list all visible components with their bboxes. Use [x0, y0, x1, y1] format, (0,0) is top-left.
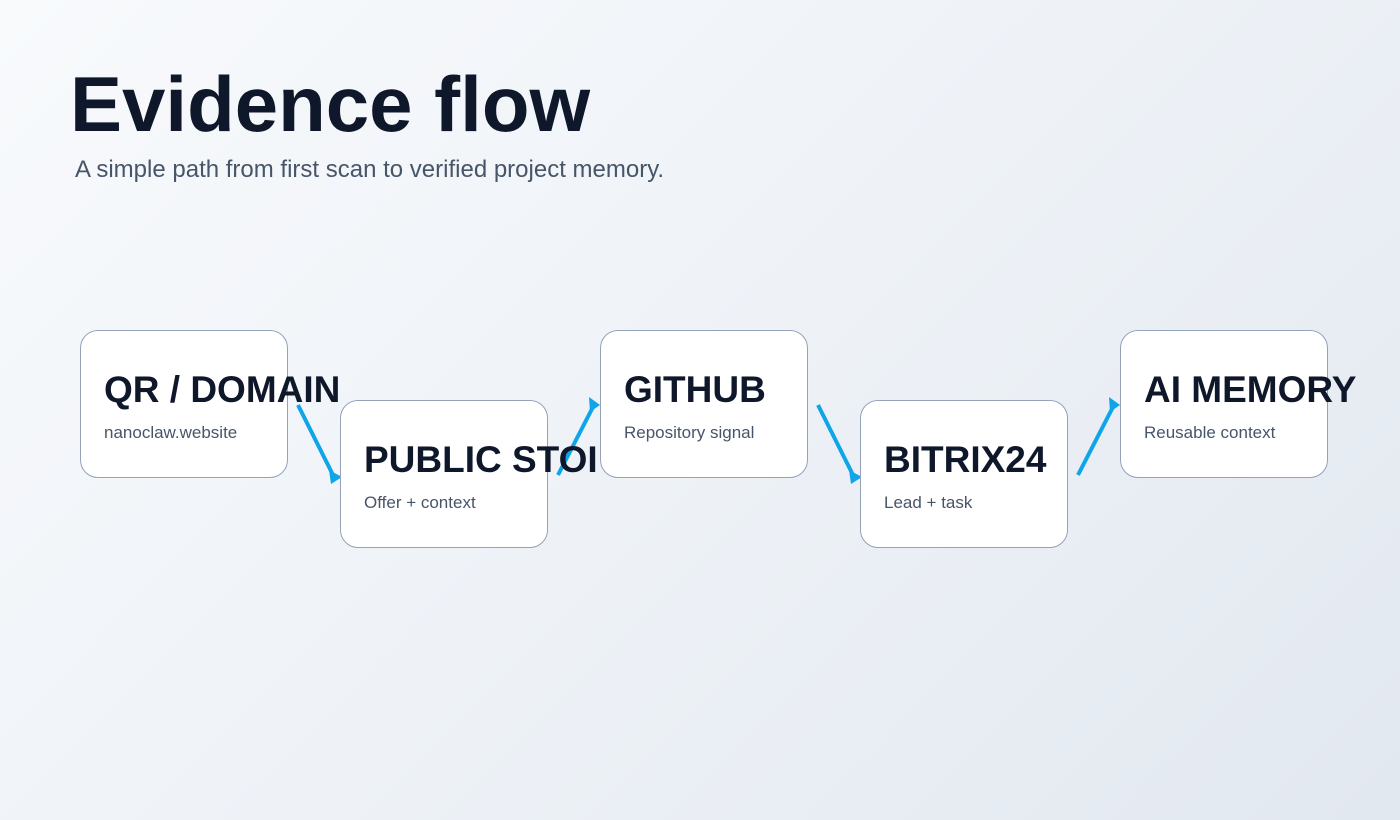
arrowhead-ai-memory [1109, 397, 1120, 412]
connector-qr-to-public-story [296, 404, 335, 476]
arrowhead-github [589, 397, 600, 412]
node-title: GITHUB [624, 369, 766, 410]
connector-bitrix24-to-ai-memory [1076, 404, 1116, 476]
flow-node-bitrix24: BITRIX24 Lead + task [860, 400, 1068, 548]
node-subtitle: Repository signal [624, 423, 755, 442]
node-subtitle: Reusable context [1144, 423, 1276, 442]
flow-node-ai-memory: AI MEMORY Reusable context [1120, 330, 1357, 478]
node-title: QR / DOMAIN [104, 369, 341, 410]
node-subtitle: Offer + context [364, 493, 476, 512]
node-title: BITRIX24 [884, 439, 1047, 480]
node-subtitle: nanoclaw.website [104, 423, 238, 442]
flow-node-qr-domain: QR / DOMAIN nanoclaw.website [80, 330, 341, 478]
flow-node-github: GITHUB Repository signal [600, 330, 808, 478]
node-title: AI MEMORY [1144, 369, 1357, 410]
node-title: PUBLIC STOI [364, 439, 598, 480]
connector-github-to-bitrix24 [816, 404, 855, 476]
page-title: Evidence flow [70, 60, 591, 148]
node-subtitle: Lead + task [884, 493, 973, 512]
page-subtitle: A simple path from first scan to verifie… [75, 156, 665, 183]
flow-node-public-story: PUBLIC STOI Offer + context [340, 400, 598, 548]
